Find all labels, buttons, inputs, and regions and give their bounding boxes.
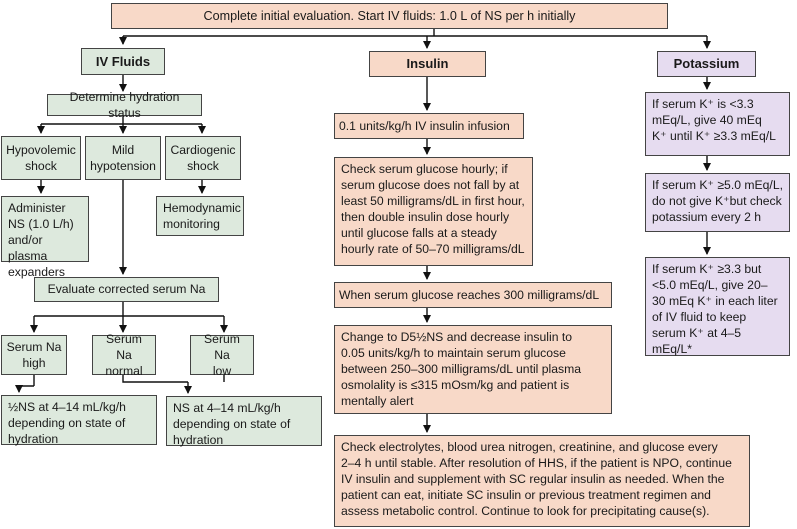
half-ns-text: ½NS at 4–14 mL/kg/h depending on state o… [8, 400, 126, 447]
change-d5-box: Change to D5½NS and decrease insulin to … [334, 325, 612, 414]
mild-hypotension-text: Mild hypotension [90, 142, 156, 173]
hemodynamic-monitoring-text: Hemodynamic monitoring [163, 201, 241, 232]
insulin-infusion-text: 0.1 units/kg/h IV insulin infusion [339, 118, 510, 133]
half-ns-box: ½NS at 4–14 mL/kg/h depending on state o… [1, 395, 157, 447]
hydration-status-box: Determine hydration status [47, 90, 202, 120]
connector [123, 28, 707, 44]
serum-na-normal-box: Serum Na normal [92, 332, 156, 378]
iv-fluids-header: IV Fluids [81, 48, 165, 75]
administer-ns-box: Administer NS (1.0 L/h) and/or plasma ex… [1, 196, 89, 279]
check-electrolytes-box: Check electrolytes, blood urea nitrogen,… [334, 435, 750, 527]
potassium-header: Potassium [657, 51, 756, 77]
hypovolemic-shock-box: Hypovolemic shock [1, 136, 81, 180]
ns-box: NS at 4–14 mL/kg/h depending on state of… [166, 396, 322, 448]
potassium-header-label: Potassium [673, 56, 740, 72]
mild-hypotension-box: Mild hypotension [85, 136, 161, 180]
connector [34, 302, 224, 332]
administer-ns-text: Administer NS (1.0 L/h) and/or plasma ex… [8, 201, 74, 280]
potassium-low-box: If serum K⁺ is <3.3 mEq/L, give 40 mEq K… [645, 92, 790, 156]
iv-fluids-header-label: IV Fluids [95, 53, 151, 69]
serum-na-high-text: Serum Na high [6, 339, 62, 370]
hypovolemic-shock-text: Hypovolemic shock [6, 142, 76, 173]
insulin-header: Insulin [369, 51, 486, 77]
evaluate-serum-na-box: Evaluate corrected serum Na [34, 277, 219, 302]
serum-na-low-text: Serum Na low [204, 331, 240, 379]
hydration-status-text: Determine hydration status [69, 89, 180, 120]
potassium-mid-text: If serum K⁺ ≥3.3 but <5.0 mEq/L, give 20… [652, 262, 778, 357]
connector [19, 375, 35, 392]
cardiogenic-shock-box: Cardiogenic shock [165, 136, 241, 180]
hemodynamic-monitoring-box: Hemodynamic monitoring [156, 196, 244, 236]
check-glucose-box: Check serum glucose hourly; if serum glu… [334, 157, 533, 266]
glucose-300-box: When serum glucose reaches 300 milligram… [334, 282, 612, 308]
potassium-mid-box: If serum K⁺ ≥3.3 but <5.0 mEq/L, give 20… [645, 257, 790, 356]
potassium-high-text: If serum K⁺ ≥5.0 mEq/L, do not give K⁺bu… [652, 178, 783, 225]
insulin-header-label: Insulin [406, 56, 449, 72]
potassium-high-box: If serum K⁺ ≥5.0 mEq/L, do not give K⁺bu… [645, 173, 790, 232]
serum-na-normal-text: Serum Na normal [105, 331, 143, 379]
insulin-infusion-box: 0.1 units/kg/h IV insulin infusion [334, 113, 524, 139]
serum-na-high-box: Serum Na high [1, 335, 67, 375]
connector [41, 116, 202, 133]
serum-na-low-box: Serum Na low [190, 332, 254, 378]
change-d5-text: Change to D5½NS and decrease insulin to … [341, 330, 582, 409]
ns-text: NS at 4–14 mL/kg/h depending on state of… [173, 401, 291, 448]
cardiogenic-shock-text: Cardiogenic shock [170, 142, 236, 173]
connector [122, 375, 225, 393]
initial-evaluation-box: Complete initial evaluation. Start IV fl… [111, 3, 668, 29]
check-glucose-text: Check serum glucose hourly; if serum glu… [341, 162, 525, 257]
initial-evaluation-text: Complete initial evaluation. Start IV fl… [203, 8, 576, 23]
evaluate-serum-na-text: Evaluate corrected serum Na [47, 282, 206, 297]
glucose-300-text: When serum glucose reaches 300 milligram… [339, 287, 600, 302]
potassium-low-text: If serum K⁺ is <3.3 mEq/L, give 40 mEq K… [652, 97, 776, 144]
check-electrolytes-text: Check electrolytes, blood urea nitrogen,… [341, 440, 732, 519]
